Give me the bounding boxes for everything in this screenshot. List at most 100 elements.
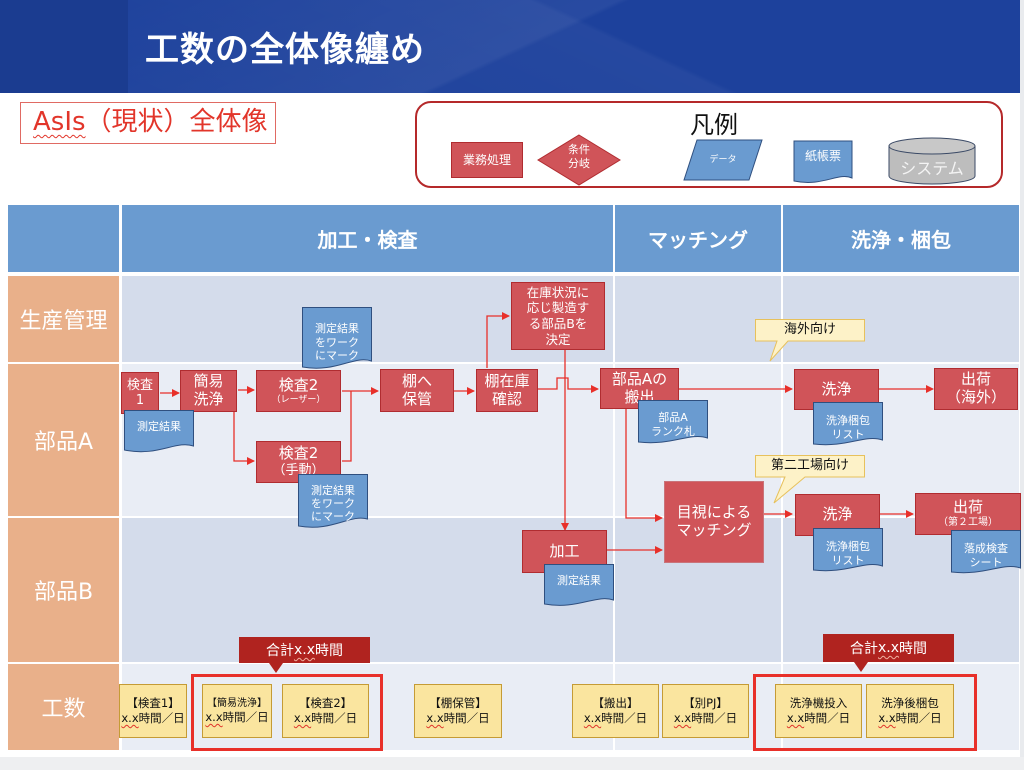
effort-card-kensa2: 【検査2】 x.x時間／日 <box>282 684 369 738</box>
callout-text: 第二工場向け <box>770 458 849 473</box>
slide-edge <box>1020 0 1024 770</box>
document-label: 洗浄梱包 <box>826 413 870 427</box>
column-header-kako-kensa: 加工・検査 <box>122 205 613 272</box>
section-title-asis: AsIs <box>33 107 86 137</box>
process-tana-hokan: 棚へ 保管 <box>380 369 454 412</box>
process-label: 加工 <box>549 541 580 560</box>
total-value: x.x <box>877 640 900 656</box>
effort-name: 【検査2】 <box>298 696 353 711</box>
document-label: 洗浄梱包 <box>826 539 870 553</box>
arrow-kani-to-manual <box>233 412 255 465</box>
row-label-buhin-a: 部品A <box>8 364 119 516</box>
process-label: 決定 <box>545 331 571 347</box>
process-label: 棚へ <box>401 371 432 390</box>
legend-decision-label-1: 条件 <box>568 143 590 156</box>
process-ship-plant2: 出荷 （第２工場） <box>915 493 1021 535</box>
document-sokutei-kensa1: 測定結果 <box>124 410 194 455</box>
column-header-label: 洗浄・梱包 <box>851 228 951 252</box>
effort-card-betsu-pj: 【別PJ】 x.x時間／日 <box>662 684 749 738</box>
document-rank-tag: 部品A ランク札 <box>638 400 708 446</box>
process-label: 洗浄 <box>193 390 224 408</box>
process-label: （レーザー） <box>271 394 326 405</box>
process-label: る部品Bを <box>528 316 588 331</box>
document-label: ランク札 <box>651 425 695 438</box>
effort-name: 【簡易洗浄】 <box>207 698 267 710</box>
legend-data-label: データ <box>709 155 737 165</box>
process-label: 棚在庫 <box>484 371 530 390</box>
process-label: 在庫状況に <box>526 284 590 300</box>
process-kani-senjo: 簡易 洗浄 <box>180 370 237 412</box>
legend-process-shape: 業務処理 <box>451 142 523 178</box>
row-label-text: 工数 <box>41 697 86 722</box>
process-decide-buhin-b: 在庫状況に 応じ製造す る部品Bを 決定 <box>511 282 605 350</box>
document-mark-manual: 測定結果 をワーク にマーク <box>298 474 368 532</box>
document-label: 測定結果 <box>137 420 181 433</box>
document-mark-laser: 測定結果 をワーク にマーク <box>302 307 372 373</box>
title-bar-accent <box>0 0 128 93</box>
document-label: をワーク <box>315 335 359 349</box>
column-divider <box>613 276 615 750</box>
document-pack-list-plant2: 洗浄梱包 リスト <box>813 528 883 574</box>
effort-value: x.x <box>583 711 602 725</box>
callout-overseas: 海外向け <box>755 319 865 362</box>
section-title: AsIs（現状）全体像 <box>20 102 276 144</box>
corner-header <box>8 205 119 272</box>
row-label-text: 生産管理 <box>19 309 108 334</box>
effort-unit: 時間／日 <box>222 710 269 725</box>
process-label: 出荷 <box>960 370 991 389</box>
effort-name: 【検査1】 <box>126 696 180 711</box>
highlight-group-senjo <box>753 674 977 751</box>
arrow-manual-merge <box>342 391 352 462</box>
column-header-label: 加工・検査 <box>317 228 418 252</box>
total-prefix: 合計 <box>265 643 294 659</box>
effort-card-hanshutsu: 【搬出】 x.x時間／日 <box>572 684 659 738</box>
legend-system-shape: システム <box>888 137 976 185</box>
legend-data-shape: データ <box>683 139 763 181</box>
process-ship-overseas: 出荷 （海外） <box>934 368 1018 410</box>
effort-unit: 時間／日 <box>443 711 490 725</box>
process-label: 出荷 <box>952 498 983 517</box>
document-label: 部品A <box>658 411 688 425</box>
process-label: マッチング <box>676 521 752 539</box>
effort-value: x.x <box>673 711 692 725</box>
legend-decision-shape: 条件 分岐 <box>537 134 621 186</box>
document-sokutei-kako: 測定結果 <box>544 564 614 608</box>
document-label: 測定結果 <box>557 574 601 587</box>
process-label: 洗浄 <box>822 505 853 524</box>
total-unit: 時間 <box>315 643 344 659</box>
effort-value: x.x <box>205 710 223 725</box>
effort-unit: 時間／日 <box>804 711 851 725</box>
process-label: 検査2 <box>278 444 319 463</box>
process-kensa2-laser: 検査2 （レーザー） <box>256 370 341 412</box>
total-unit: 時間 <box>899 641 928 657</box>
legend-document-label: 紙帳票 <box>804 149 841 163</box>
document-label: にマーク <box>315 349 359 363</box>
effort-card-tana-hokan: 【棚保管】 x.x時間／日 <box>414 684 502 738</box>
effort-card-senjo-go-konpo: 洗浄後梱包 x.x時間／日 <box>866 684 954 738</box>
effort-name: 洗浄機投入 <box>789 696 848 711</box>
document-label: 測定結果 <box>311 483 355 497</box>
effort-unit: 時間／日 <box>691 711 738 725</box>
process-label: 保管 <box>401 389 432 408</box>
process-label: 簡易 <box>193 372 224 391</box>
effort-card-kani-senjo: 【簡易洗浄】 x.x時間／日 <box>202 684 272 738</box>
process-matching: 目視による マッチング <box>664 481 764 563</box>
process-label: 1 <box>135 393 145 408</box>
legend-decision-label-2: 分岐 <box>568 156 590 170</box>
column-header-matching: マッチング <box>615 205 781 272</box>
effort-name: 【棚保管】 <box>429 696 487 711</box>
title-bar-pattern <box>128 0 1020 93</box>
legend-title: 凡例 <box>690 111 738 139</box>
document-label: をワーク <box>311 496 355 510</box>
process-label: 洗浄 <box>821 379 852 398</box>
slide-bottom-edge <box>0 757 1024 770</box>
process-label: （海外） <box>945 388 1006 406</box>
process-label: 確認 <box>491 389 522 408</box>
effort-name: 【別PJ】 <box>683 696 728 711</box>
effort-value: x.x <box>426 711 444 725</box>
effort-card-senjoki-tonyu: 洗浄機投入 x.x時間／日 <box>775 684 862 738</box>
highlight-group-kako <box>191 674 383 751</box>
document-final-sheet: 落成検査 シート <box>951 530 1021 576</box>
